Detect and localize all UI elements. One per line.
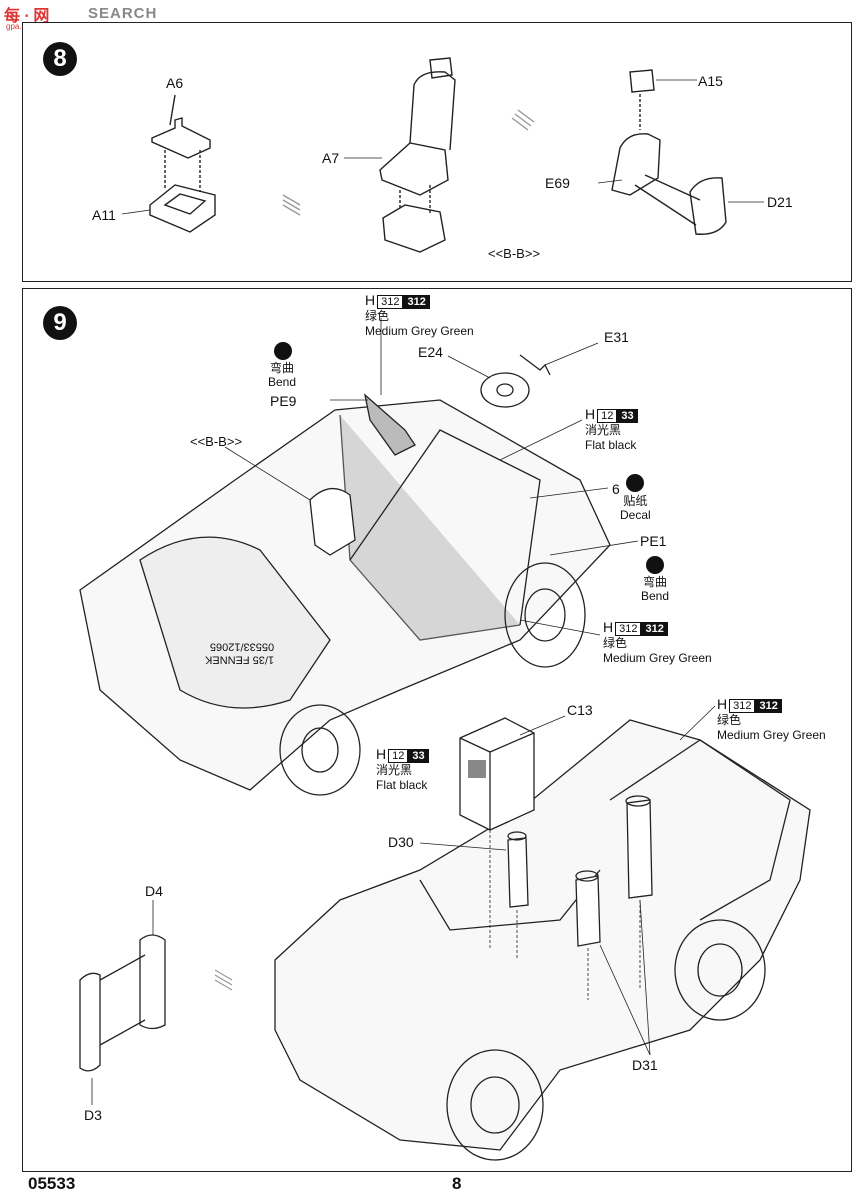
watermark-brand: 每 ∙ 网 — [4, 8, 50, 25]
paint-name-cn: 绿色 — [603, 636, 628, 650]
section-ref-b-b-step9: <<B-B>> — [190, 434, 243, 449]
section-ref-b-b: <<B-B>> — [488, 246, 541, 261]
hull-text-1: 1/35 FENNEK — [205, 653, 275, 666]
paint-code-alt: 33 — [408, 749, 429, 763]
label-c13: C13 — [567, 702, 593, 718]
decal-cn: 贴纸 — [623, 494, 648, 508]
paint-code-alt: 312 — [641, 622, 668, 636]
label-d3: D3 — [84, 1107, 102, 1123]
part-d21 — [689, 177, 727, 235]
front-wheel-upper — [504, 562, 586, 668]
watermark-site: SEARCH — [88, 5, 158, 22]
paint-h-letter: H — [376, 746, 387, 762]
bend-instruction-2: 弯曲 Bend — [641, 575, 670, 604]
paint-code: 312 — [377, 295, 404, 309]
part-d4 — [139, 934, 166, 1030]
kit-number: 05533 — [28, 1174, 76, 1193]
part-d30 — [507, 837, 529, 908]
decal-icon — [626, 474, 644, 492]
label-pe9: PE9 — [270, 393, 297, 409]
step-9-number: 9 — [43, 306, 77, 340]
paint-code: 312 — [615, 622, 642, 636]
bend-en-2: Bend — [641, 588, 670, 603]
paint-name-en: Medium Grey Green — [717, 728, 826, 742]
bend-icon — [274, 342, 292, 360]
part-d31-a — [575, 875, 601, 947]
paint-name-cn: 绿色 — [365, 309, 390, 323]
paint-name-en: Flat black — [585, 438, 637, 452]
paint-code-alt: 312 — [403, 295, 430, 309]
paint-name-en: Flat black — [376, 778, 428, 792]
vehicle-hull-lower — [274, 719, 811, 1151]
part-e24 — [480, 372, 530, 408]
label-d21: D21 — [767, 194, 793, 210]
step-8-number: 8 — [43, 42, 77, 76]
seat-back — [409, 71, 456, 151]
label-a6: A6 — [166, 75, 184, 91]
label-decal-6: 6 — [612, 481, 620, 497]
paint-h-letter: H — [717, 696, 728, 712]
paint-code: 12 — [388, 749, 409, 763]
bend-icon-2 — [646, 556, 664, 574]
paint-h-letter: H — [585, 406, 596, 422]
label-pe1: PE1 — [640, 533, 667, 549]
paint-h-letter: H — [603, 619, 614, 635]
part-e69 — [611, 133, 661, 196]
paint-code-alt: 312 — [755, 699, 782, 713]
label-a11: A11 — [92, 207, 116, 223]
page-number: 8 — [452, 1174, 462, 1193]
paint-name-cn: 消光黑 — [585, 423, 622, 437]
paint-code: 12 — [597, 409, 618, 423]
bend-en: Bend — [268, 374, 297, 389]
label-a7: A7 — [322, 150, 340, 166]
label-d30: D30 — [388, 834, 414, 850]
paint-name-cn: 绿色 — [717, 713, 742, 727]
paint-code-alt: 33 — [617, 409, 638, 423]
decal-en: Decal — [620, 507, 651, 522]
part-d3 — [79, 972, 101, 1072]
rear-wheel-upper — [279, 704, 361, 796]
part-a11 — [149, 184, 216, 233]
bend-cn-2: 弯曲 — [643, 575, 668, 589]
hull-decal-text: 1/35 FENNEK 05533/12065 — [205, 640, 275, 666]
label-e24: E24 — [418, 344, 443, 360]
bend-cn: 弯曲 — [270, 361, 295, 375]
front-wheel-lower — [674, 919, 766, 1021]
label-d4: D4 — [145, 883, 163, 899]
bend-instruction-1: 弯曲 Bend — [268, 361, 297, 390]
paint-name-cn: 消光黑 — [376, 763, 413, 777]
part-d31-b — [626, 799, 653, 899]
paint-h-letter: H — [365, 292, 376, 308]
label-d31: D31 — [632, 1057, 658, 1073]
label-a15: A15 — [698, 73, 723, 89]
paint-name-en: Medium Grey Green — [603, 651, 712, 665]
part-e31 — [519, 354, 551, 376]
part-a6 — [151, 117, 211, 159]
paint-name-en: Medium Grey Green — [365, 324, 474, 338]
label-e31: E31 — [604, 329, 629, 345]
decal-instruction: 贴纸 Decal — [620, 494, 651, 523]
label-e69: E69 — [545, 175, 570, 191]
step-8-panel — [22, 22, 852, 282]
hull-text-2: 05533/12065 — [209, 640, 275, 653]
step-8-drawing — [121, 57, 764, 253]
rear-wheel-lower — [446, 1049, 544, 1161]
paint-code: 312 — [729, 699, 756, 713]
